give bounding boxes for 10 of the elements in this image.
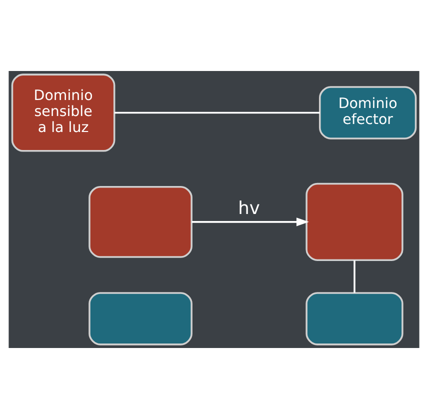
node-box: Dominio sensible a la luz xyxy=(11,74,116,152)
node-box xyxy=(306,182,404,261)
node-box xyxy=(88,292,192,346)
connector xyxy=(354,260,356,293)
node-box xyxy=(88,186,192,258)
edge-label: hv xyxy=(238,198,260,219)
connector xyxy=(114,112,320,114)
node-box: Dominio efector xyxy=(318,86,417,140)
node-box xyxy=(306,292,404,346)
arrow xyxy=(192,218,309,226)
